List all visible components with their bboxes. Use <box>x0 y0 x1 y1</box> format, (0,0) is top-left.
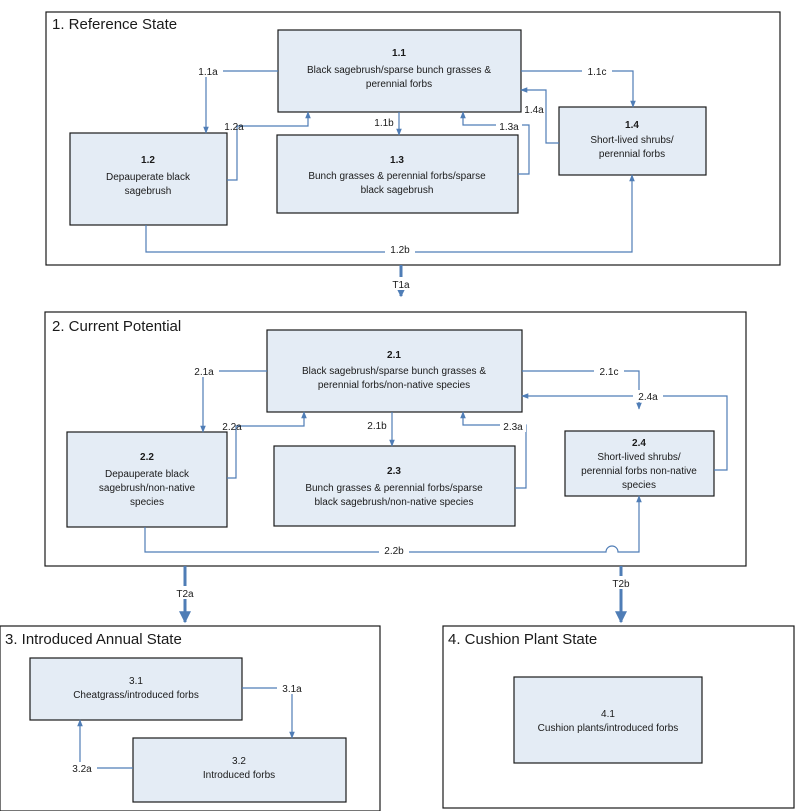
community-desc-line: perennial forbs <box>599 149 665 160</box>
community-desc-line: Cheatgrass/introduced forbs <box>73 690 199 701</box>
community-desc-line: perennial forbs non-native <box>581 466 697 477</box>
pathway-1-2a-arrow <box>227 111 311 181</box>
reference-state-title: 1. Reference State <box>52 16 177 33</box>
community-desc-line: Bunch grasses & perennial forbs/sparse <box>305 483 483 494</box>
community-desc-line: Bunch grasses & perennial forbs/sparse <box>308 171 486 182</box>
current-potential-state: 2. Current Potential 2.1 Black sagebrush… <box>44 311 747 567</box>
pathway-label: 1.2b <box>390 245 410 256</box>
pathway-label: 1.2a <box>224 122 244 133</box>
community-desc-line: species <box>622 480 656 491</box>
pathway-label: 2.2b <box>384 546 404 557</box>
community-id: 2.4 <box>632 438 646 449</box>
pathway-label: 2.2a <box>222 422 242 433</box>
community-box-2-3: 2.3 Bunch grasses & perennial forbs/spar… <box>273 445 516 527</box>
community-desc-line: Black sagebrush/sparse bunch grasses & <box>302 366 486 377</box>
community-desc-line: Cushion plants/introduced forbs <box>538 723 679 734</box>
community-desc-line: sagebrush/non-native <box>99 483 196 494</box>
pathway-label: 1.4a <box>524 105 544 116</box>
community-id: 2.3 <box>387 466 401 477</box>
community-desc-line: perennial forbs/non-native species <box>318 380 470 391</box>
community-id: 1.3 <box>390 155 404 166</box>
pathway-label: 3.1a <box>282 684 302 695</box>
transition-label: T1a <box>392 280 410 291</box>
cushion-plant-state: 4. Cushion Plant State 4.1 Cushion plant… <box>442 625 795 809</box>
community-id: 3.2 <box>232 756 246 767</box>
community-desc-line: sagebrush <box>125 186 172 197</box>
transition-label: T2a <box>176 589 194 600</box>
community-box-3-2: 3.2 Introduced forbs <box>132 737 347 803</box>
pathway-label: 1.1c <box>588 67 607 78</box>
community-id: 3.1 <box>129 676 143 687</box>
community-box-3-1: 3.1 Cheatgrass/introduced forbs <box>29 657 243 721</box>
community-box-1-2: 1.2 Depauperate black sagebrush <box>69 132 228 226</box>
pathway-label: 2.3a <box>503 422 523 433</box>
pathway-label: 3.2a <box>72 764 92 775</box>
community-desc-line: Short-lived shrubs/ <box>597 452 681 463</box>
reference-state: 1. Reference State 1.1 Black sagebrush/s… <box>45 11 781 266</box>
pathway-label: 2.1c <box>600 367 619 378</box>
community-id: 1.1 <box>392 48 406 59</box>
community-desc-line: Short-lived shrubs/ <box>590 135 674 146</box>
community-id: 2.2 <box>140 452 154 463</box>
community-desc-line: black sagebrush <box>361 185 434 196</box>
pathway-label: 2.4a <box>638 392 658 403</box>
community-box-1-4: 1.4 Short-lived shrubs/ perennial forbs <box>558 106 707 176</box>
community-box-1-1: 1.1 Black sagebrush/sparse bunch grasses… <box>277 29 522 113</box>
community-id: 2.1 <box>387 350 401 361</box>
community-desc-line: perennial forbs <box>366 79 432 90</box>
community-box-2-1: 2.1 Black sagebrush/sparse bunch grasses… <box>266 329 523 413</box>
transition-label: T2b <box>612 579 630 590</box>
pathway-2-2b-arrow <box>144 495 642 553</box>
pathway-2-2a-arrow <box>227 411 307 479</box>
annual-state-title: 3. Introduced Annual State <box>5 631 182 648</box>
pathway-2-4a-arrow <box>521 393 728 471</box>
community-box-2-2: 2.2 Depauperate black sagebrush/non-nati… <box>66 431 228 528</box>
community-id: 1.2 <box>141 155 155 166</box>
community-desc-line: Introduced forbs <box>203 770 275 781</box>
current-state-title: 2. Current Potential <box>52 318 181 335</box>
cushion-state-title: 4. Cushion Plant State <box>448 631 597 648</box>
pathway-label: 2.1b <box>367 421 387 432</box>
pathway-1-4a-arrow <box>520 87 559 144</box>
pathway-label: 1.3a <box>499 122 519 133</box>
community-desc-line: Black sagebrush/sparse bunch grasses & <box>307 65 491 76</box>
community-box-4-1: 4.1 Cushion plants/introduced forbs <box>513 676 703 764</box>
introduced-annual-state: 3. Introduced Annual State 3.1 Cheatgras… <box>0 625 381 811</box>
pathway-1-1c-arrow <box>521 70 636 108</box>
community-id: 1.4 <box>625 120 639 131</box>
community-box-1-3: 1.3 Bunch grasses & perennial forbs/spar… <box>276 134 519 214</box>
community-box-2-4: 2.4 Short-lived shrubs/ perennial forbs … <box>564 430 715 497</box>
community-desc-line: Depauperate black <box>106 172 191 183</box>
community-desc-line: species <box>130 497 164 508</box>
community-id: 4.1 <box>601 709 615 720</box>
pathway-label: 2.1a <box>194 367 214 378</box>
pathway-label: 1.1a <box>198 67 218 78</box>
pathway-label: 1.1b <box>374 118 394 129</box>
pathway-1-3a-arrow <box>460 111 530 175</box>
community-desc-line: Depauperate black <box>105 469 190 480</box>
community-desc-line: black sagebrush/non-native species <box>315 497 474 508</box>
